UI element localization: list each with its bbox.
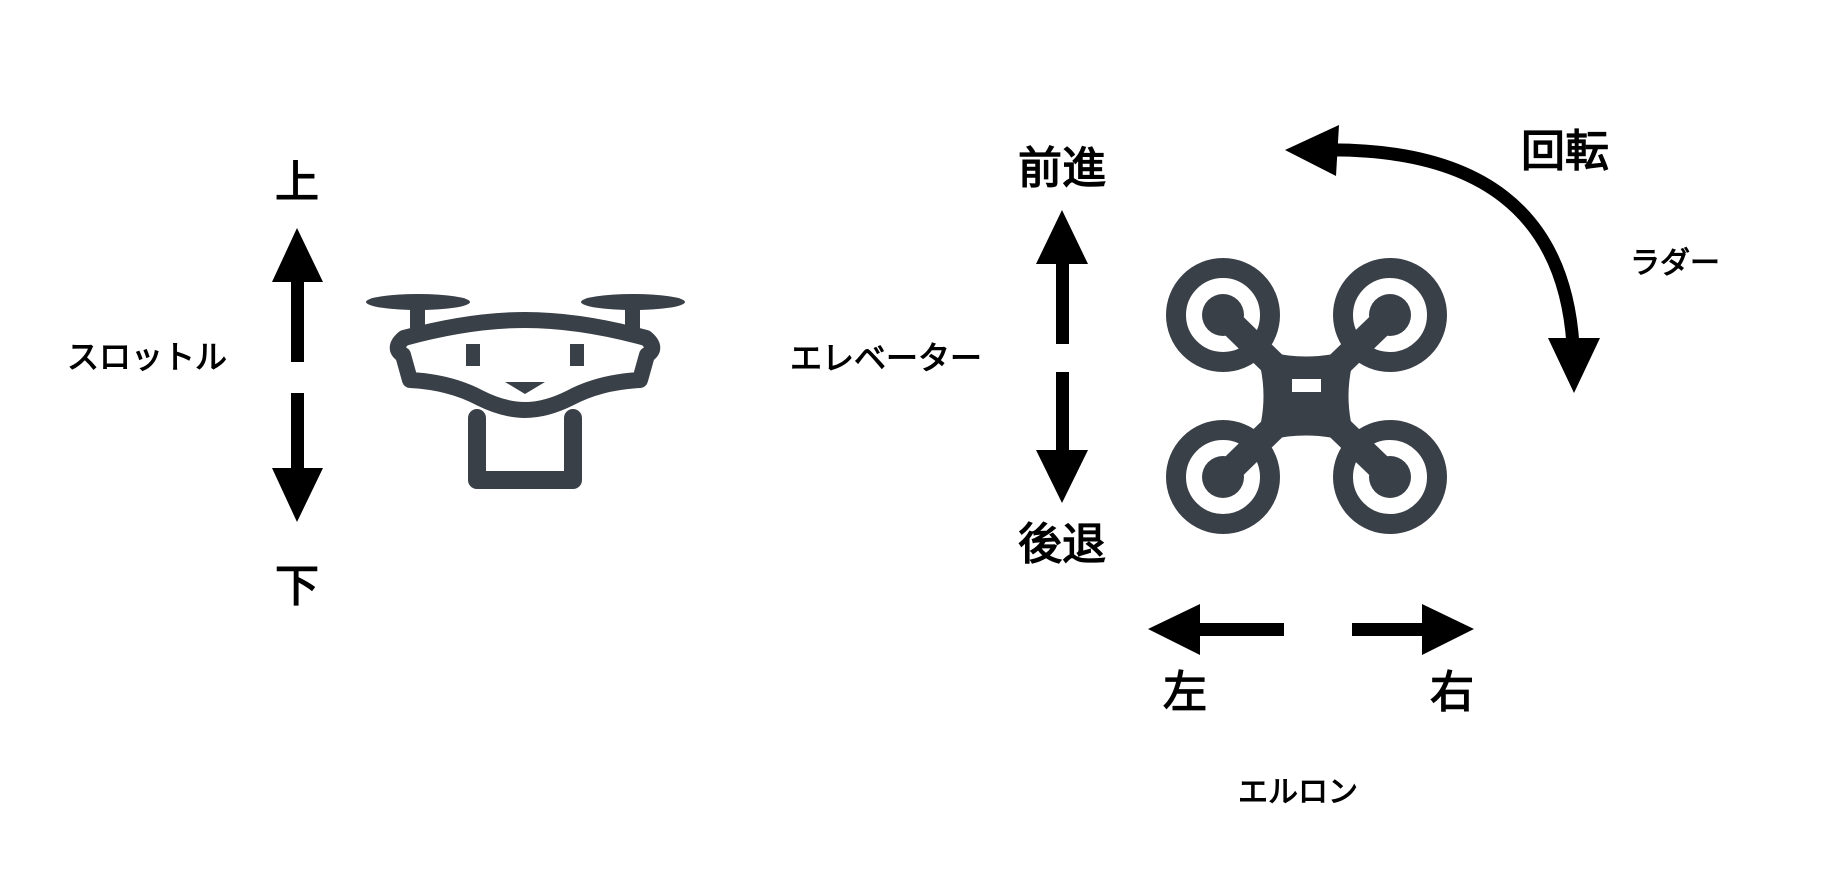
quadcopter-top-view-icon [1166, 258, 1447, 534]
rudder-label: ラダー [1630, 246, 1720, 281]
rudder-rotation-arrow [1285, 125, 1600, 393]
elevator-label: エレベーター [789, 339, 983, 377]
aileron-label: エルロン [1238, 775, 1358, 810]
drone-side-view-icon [366, 294, 685, 489]
throttle-label: スロットル [66, 338, 228, 376]
elevator-backward-label: 後退 [1018, 519, 1106, 570]
elevator-forward-arrow [1036, 210, 1088, 344]
aileron-right-label: 右 [1430, 667, 1474, 718]
aileron-left-arrow [1148, 604, 1284, 655]
aileron-right-arrow [1352, 604, 1474, 655]
elevator-forward-label: 前進 [1018, 143, 1106, 194]
throttle-up-label: 上 [275, 157, 319, 208]
throttle-down-label: 下 [275, 561, 319, 612]
aileron-left-label: 左 [1163, 667, 1207, 718]
throttle-up-arrow [272, 228, 323, 362]
elevator-backward-arrow [1036, 372, 1088, 503]
rudder-rotate-label: 回転 [1521, 126, 1609, 177]
throttle-down-arrow [272, 393, 323, 522]
